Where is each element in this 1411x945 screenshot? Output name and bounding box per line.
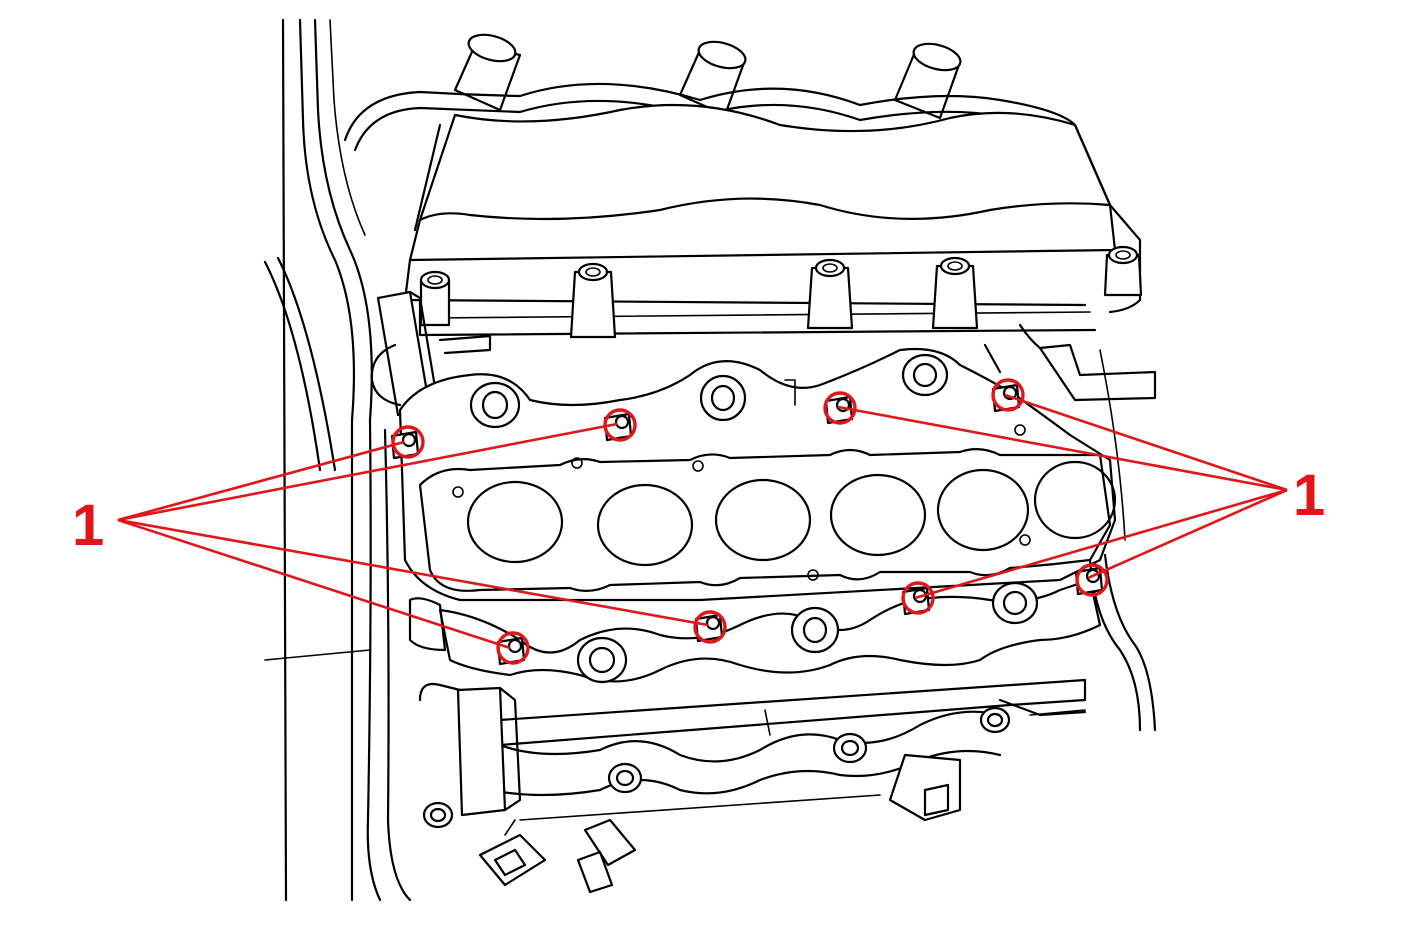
right-bracket	[983, 323, 1157, 402]
manifold-nut	[603, 412, 633, 442]
target-circle	[496, 631, 530, 665]
leader-line	[117, 440, 405, 522]
valve-cover	[403, 103, 1142, 337]
valve-cover-bolts	[419, 245, 1143, 339]
target-circle	[991, 378, 1025, 412]
leader-line	[117, 518, 709, 627]
target-circle	[1075, 563, 1109, 597]
injector-tubes	[453, 33, 962, 120]
target-circle	[693, 610, 727, 644]
manifold-nut	[694, 613, 724, 643]
callout-group-left	[117, 408, 727, 665]
target-circle	[823, 391, 857, 425]
leader-line	[117, 422, 618, 522]
lower-flange	[408, 578, 1102, 684]
top-harness	[343, 82, 1077, 152]
port-gasket	[418, 424, 1117, 592]
lower-rail	[488, 678, 1087, 821]
wire-harness	[263, 18, 412, 902]
lower-bolts	[422, 706, 1011, 829]
callout-label-left: 1	[72, 493, 105, 558]
lower-left-bracket	[418, 682, 522, 817]
leader-line	[914, 488, 1288, 600]
target-circle	[603, 408, 637, 442]
misc-lines	[264, 649, 1086, 716]
target-circle	[391, 425, 425, 459]
bottom-sensors	[478, 753, 962, 894]
leader-line	[837, 405, 1288, 492]
leader-line	[1087, 488, 1288, 580]
target-circle	[901, 581, 935, 615]
leader-line	[1004, 393, 1288, 492]
leader-line	[117, 518, 511, 650]
callout-label-right: 1	[1293, 463, 1326, 528]
callout-group-right	[823, 378, 1288, 615]
